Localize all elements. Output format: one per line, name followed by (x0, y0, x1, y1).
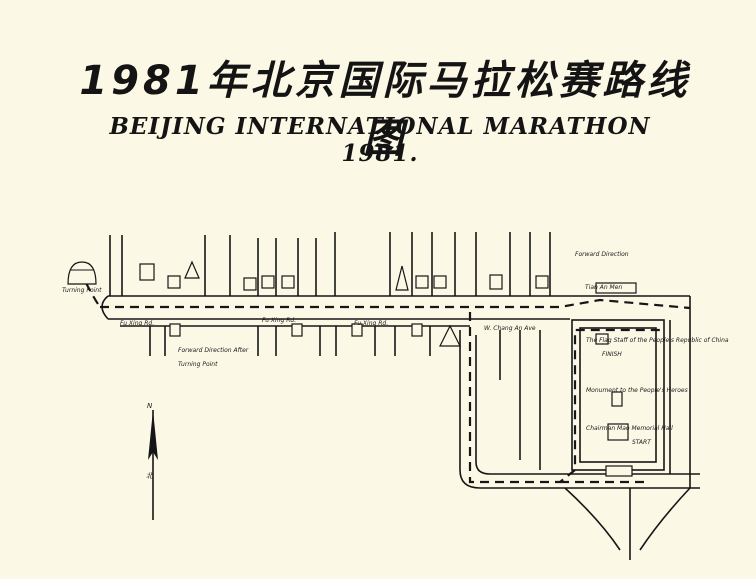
label-start: START (632, 439, 652, 446)
label-finish: FINISH (602, 351, 622, 358)
title-english: BEIJING INTERNATIONAL MARATHON 1981. (109, 113, 651, 167)
street-labels: Turning Point Forward Direction Forward … (62, 251, 729, 446)
landmark-icons (139, 260, 637, 477)
north-arrow: N 北 (146, 402, 158, 520)
label-flag-staff: The Flag Staff of the People's Republic … (586, 337, 729, 344)
side-streets-south (149, 326, 541, 470)
south-roads (564, 487, 691, 560)
north-label: N (147, 402, 153, 410)
label-forward-direction: Forward Direction (575, 251, 629, 258)
side-streets-north (109, 232, 551, 296)
label-monument: Monument to the People's Heroes (586, 387, 688, 394)
label-fu-xing-right: Fu Xing Rd. (262, 317, 296, 324)
marathon-route (85, 282, 691, 484)
title-chinese: 1981年北京国际马拉松赛路线图 (79, 58, 691, 162)
label-forward-direction-after: Forward Direction After (178, 347, 249, 354)
label-w-chang-an: W. Chang An Ave (484, 325, 536, 332)
label-turning-point-top: Turning Point (62, 287, 102, 294)
label-fu-xing-mid: Fu Xing Rd. (354, 320, 388, 327)
north-cn-label: 北 (146, 472, 154, 480)
label-memorial-hall: Chairman Mao Memorial Hall (586, 425, 673, 432)
label-turning-point-after: Turning Point (178, 361, 218, 368)
label-fu-xing-left: Fu Xing Rd. (120, 320, 154, 327)
label-tiananmen: Tian An Men (585, 284, 622, 291)
turning-point-marker (67, 261, 97, 285)
